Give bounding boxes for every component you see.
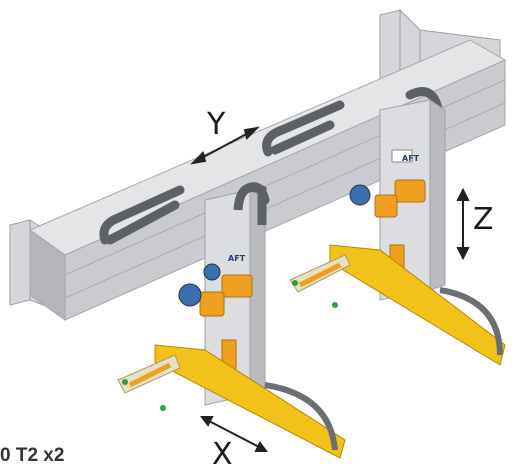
y-axis-label: Y (207, 107, 226, 142)
y-axis-arrow (190, 126, 260, 165)
z-axis-arrow (456, 187, 470, 261)
x-axis-arrow (200, 416, 268, 452)
aft-logo-right: AFT (402, 154, 420, 163)
aft-logo-left: AFT (228, 254, 246, 263)
x-rail-right (289, 244, 506, 366)
z-axis-label: Z (473, 202, 494, 237)
x-axis-label: X (212, 437, 233, 472)
model-caption: 0 T2 x2 (0, 445, 65, 466)
x-rail-left (117, 344, 346, 459)
